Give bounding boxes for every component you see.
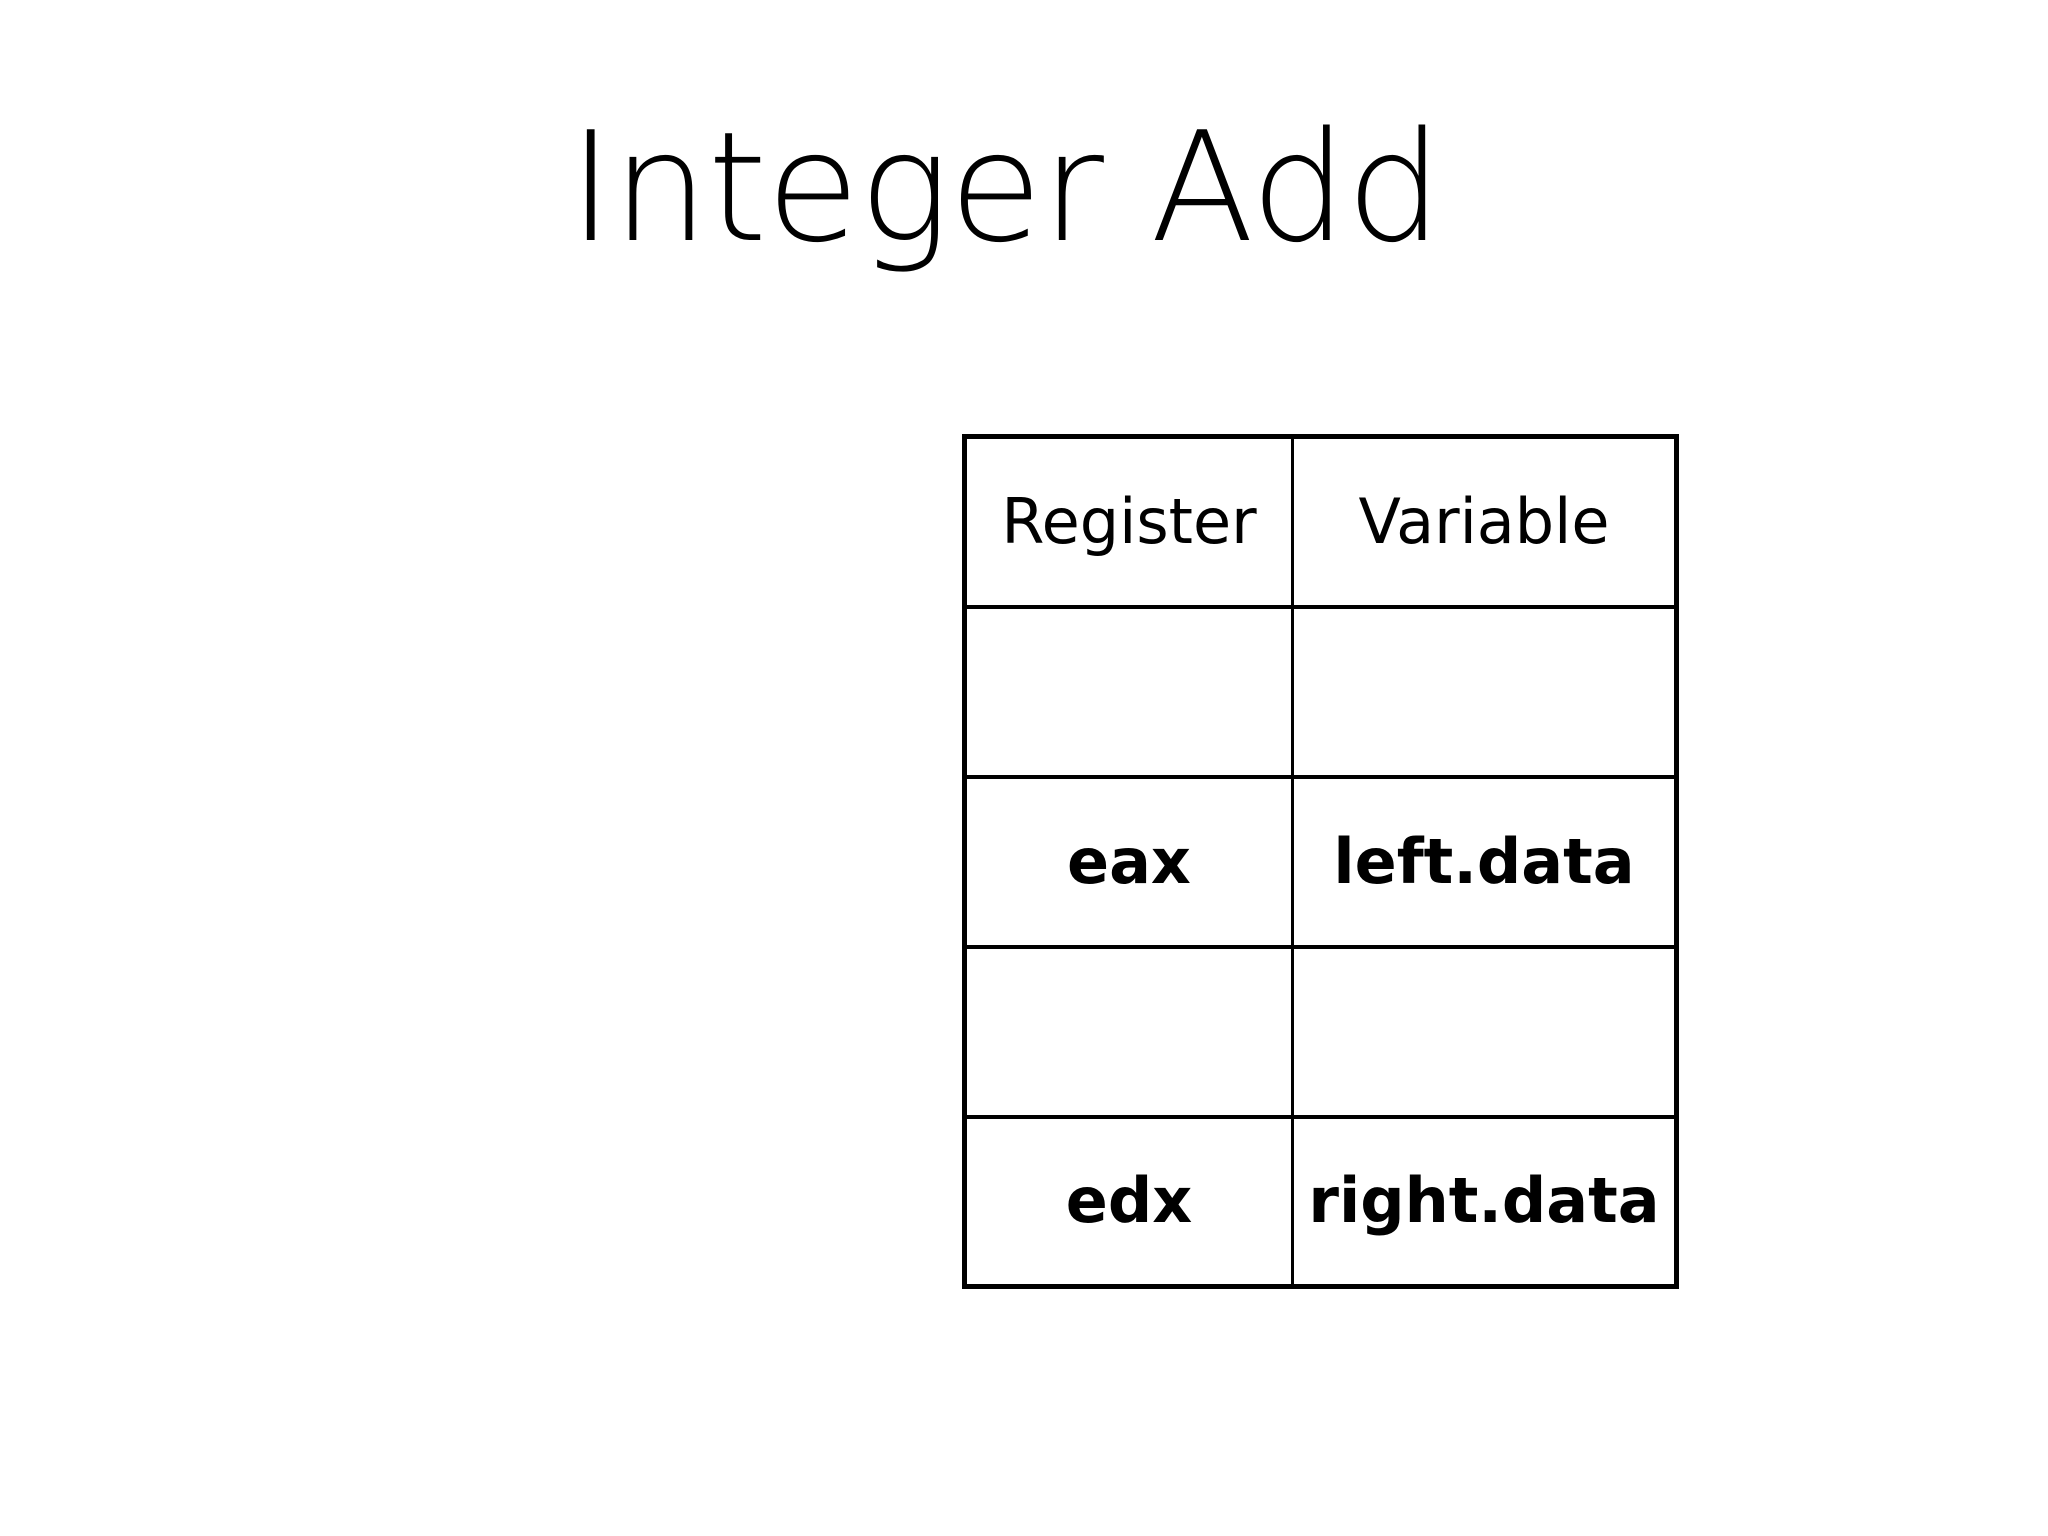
table-header-cell-variable: Variable [1292,436,1677,607]
cell-value-register: edx [1065,1164,1193,1238]
table-cell-variable [1292,944,1677,1117]
cell-value-variable: left.data [1333,824,1635,898]
table-cell-variable: right.data [1292,1114,1677,1287]
cell-value-register: eax [1067,824,1191,898]
table-row [964,604,1677,777]
column-header-variable: Variable [1358,484,1610,558]
column-header-register: Register [1001,484,1257,558]
table-cell-variable: left.data [1292,774,1677,947]
table-row: eax left.data [964,774,1677,947]
slide-title: Integer Add [568,99,1442,276]
table-row: edx right.data [964,1114,1677,1287]
register-variable-table: Register Variable eax left.data [962,434,1679,1289]
table-cell-register [964,944,1294,1117]
table-cell-variable [1292,604,1677,777]
table-cell-register [964,604,1294,777]
table-cell-register: eax [964,774,1294,947]
table-row [964,944,1677,1117]
table-header-row: Register Variable [964,436,1677,607]
table-header-cell-register: Register [964,436,1294,607]
table-cell-register: edx [964,1114,1294,1287]
cell-value-variable: right.data [1308,1164,1660,1238]
